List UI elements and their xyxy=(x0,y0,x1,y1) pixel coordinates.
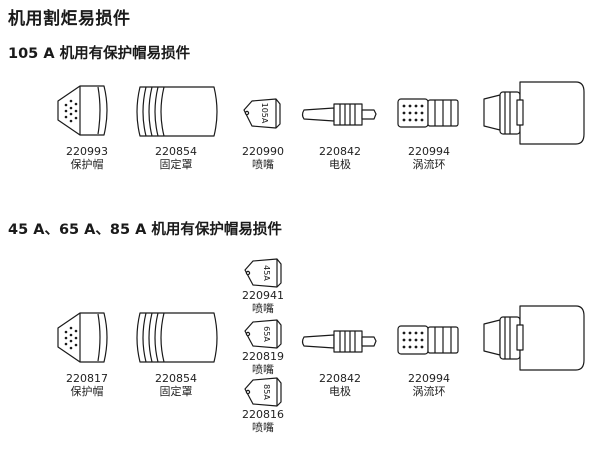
part-name: 喷嘴 xyxy=(252,158,274,171)
caption-electrode-2: 220842 电极 xyxy=(310,372,370,398)
part-name: 涡流环 xyxy=(412,158,446,171)
part-number: 220842 xyxy=(319,372,361,385)
section-heading-105a: 105 A 机用有保护帽易损件 xyxy=(8,46,191,62)
part-name: 保护帽 xyxy=(70,385,104,398)
swirl-ring-illustration-2 xyxy=(397,325,459,355)
part-number: 220990 xyxy=(242,145,284,158)
caption-shield-cap: 220993 保护帽 xyxy=(57,145,117,171)
caption-swirl-ring: 220994 涡流环 xyxy=(399,145,459,171)
caption-retaining-cap: 220854 固定罩 xyxy=(146,145,206,171)
swirl-ring-illustration xyxy=(397,98,459,128)
caption-swirl-ring-2: 220994 涡流环 xyxy=(399,372,459,398)
nozzle-mark-45a: 45A xyxy=(262,265,271,281)
electrode-illustration xyxy=(301,103,377,126)
part-number: 220819 xyxy=(242,350,284,363)
shield-cap-illustration xyxy=(57,85,108,136)
part-name: 保护帽 xyxy=(70,158,104,171)
nozzle-65a-illustration: 65A xyxy=(244,319,282,349)
torch-body-illustration xyxy=(483,81,585,145)
retaining-cap-illustration-2 xyxy=(136,312,218,363)
torch-body-illustration-2 xyxy=(483,305,585,371)
nozzle-mark-65a: 65A xyxy=(262,326,271,342)
part-number: 220994 xyxy=(408,145,450,158)
nozzle-85a-illustration: 85A xyxy=(244,377,282,407)
nozzle-mark-105a: 105A xyxy=(260,103,269,124)
page-title: 机用割炬易损件 xyxy=(8,9,131,29)
part-name: 涡流环 xyxy=(412,385,446,398)
part-number: 220842 xyxy=(319,145,361,158)
caption-nozzle: 220990 喷嘴 xyxy=(233,145,293,171)
part-number: 220854 xyxy=(155,372,197,385)
part-number: 220994 xyxy=(408,372,450,385)
part-name: 固定罩 xyxy=(159,385,193,398)
caption-nozzle-65a: 220819 喷嘴 xyxy=(233,350,293,376)
part-number: 220993 xyxy=(66,145,108,158)
part-name: 电极 xyxy=(329,385,351,398)
nozzle-105a-illustration: 105A xyxy=(243,98,281,129)
part-name: 喷嘴 xyxy=(252,302,274,315)
caption-nozzle-85a: 220816 喷嘴 xyxy=(233,408,293,434)
part-name: 喷嘴 xyxy=(252,421,274,434)
retaining-cap-illustration xyxy=(136,86,218,137)
caption-shield-cap-2: 220817 保护帽 xyxy=(57,372,117,398)
caption-electrode: 220842 电极 xyxy=(310,145,370,171)
section-heading-45-85a: 45 A、65 A、85 A 机用有保护帽易损件 xyxy=(8,222,282,238)
part-name: 喷嘴 xyxy=(252,363,274,376)
shield-cap-illustration-2 xyxy=(57,312,108,363)
part-name: 电极 xyxy=(329,158,351,171)
electrode-illustration-2 xyxy=(301,330,377,353)
part-number: 220941 xyxy=(242,289,284,302)
caption-nozzle-45a: 220941 喷嘴 xyxy=(233,289,293,315)
nozzle-mark-85a: 85A xyxy=(262,384,271,400)
part-number: 220817 xyxy=(66,372,108,385)
part-number: 220854 xyxy=(155,145,197,158)
part-name: 固定罩 xyxy=(159,158,193,171)
caption-retaining-cap-2: 220854 固定罩 xyxy=(146,372,206,398)
nozzle-45a-illustration: 45A xyxy=(244,258,282,288)
part-number: 220816 xyxy=(242,408,284,421)
